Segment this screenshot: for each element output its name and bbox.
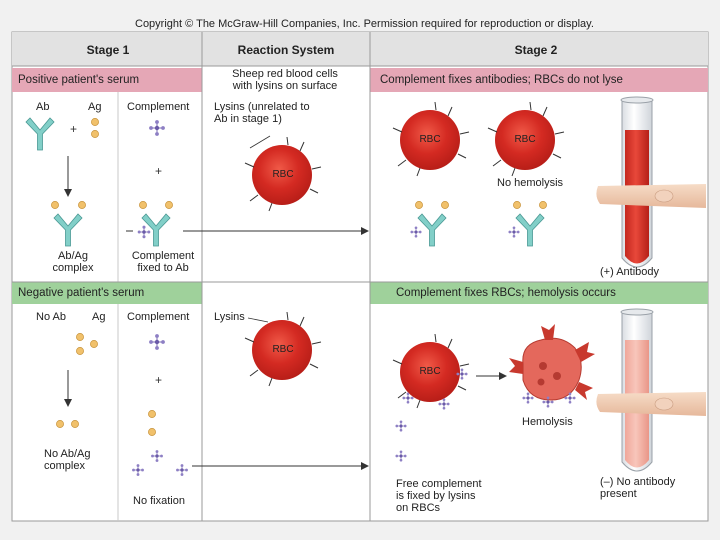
svg-text:+: +	[155, 373, 162, 387]
label-no-ab: No Ab	[36, 311, 66, 323]
rbc-label-3: RBC	[419, 366, 441, 377]
label-no-hemolysis: No hemolysis	[497, 177, 564, 189]
label-ag-negative: Ag	[92, 311, 106, 323]
label-complement-negative: Complement	[127, 311, 190, 323]
negative-stage2-band-label: Complement fixes RBCs; hemolysis occurs	[396, 287, 616, 299]
label-positive-result: (+) Antibody	[600, 266, 660, 278]
label-complement: Complement	[127, 101, 190, 113]
negative-band-label: Negative patient's serum	[18, 287, 145, 299]
rbc-label-1: RBC	[419, 134, 441, 145]
label-negative-result: (–) No antibody present	[600, 476, 676, 500]
label-ab: Ab	[36, 101, 50, 113]
positive-stage2-band-label: Complement fixes antibodies; RBCs do not…	[380, 74, 623, 86]
label-no-abag-complex: No Ab/Ag complex	[44, 448, 91, 472]
label-lysins-negative: Lysins	[214, 311, 245, 323]
label-hemolysis: Hemolysis	[522, 416, 573, 428]
label-lysins-positive: Lysins (unrelated to Ab in stage 1)	[214, 101, 310, 125]
rbc-label-2: RBC	[514, 134, 536, 145]
rbc-label-positive: RBC	[272, 169, 294, 180]
lysed-rbc	[509, 324, 595, 401]
rbc-label-negative: RBC	[272, 344, 294, 355]
header-stage1: Stage 1	[86, 43, 130, 57]
copyright-notice: Copyright © The McGraw-Hill Companies, I…	[135, 18, 594, 30]
svg-text:+: +	[155, 164, 162, 178]
header-stage2: Stage 2	[514, 43, 558, 57]
label-complement-fixed: Complement fixed to Ab	[131, 250, 195, 274]
label-free-complement: Free complement is fixed by lysins on RB…	[396, 478, 482, 514]
label-ag: Ag	[88, 101, 102, 113]
positive-band-label: Positive patient's serum	[18, 74, 140, 86]
header-reaction-system: Reaction System	[237, 43, 335, 57]
label-no-fixation: No fixation	[133, 495, 185, 507]
label-abag-complex: Ab/Ag complex	[52, 250, 94, 274]
svg-text:+: +	[70, 122, 77, 136]
positive-reaction-label: Sheep red blood cells with lysins on sur…	[232, 68, 338, 92]
